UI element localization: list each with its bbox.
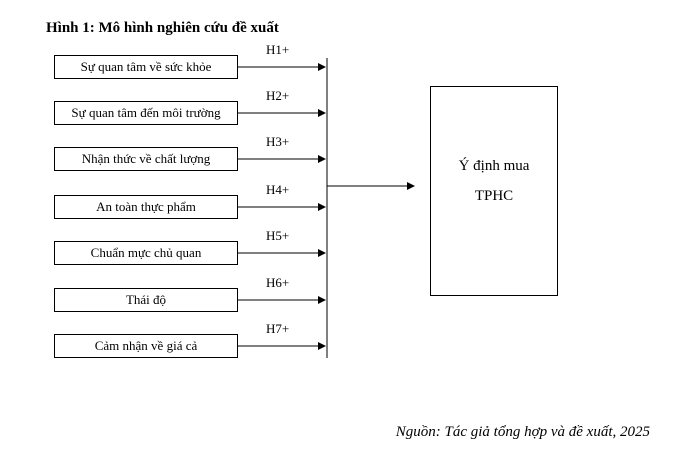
factor-label: Cảm nhận về giá cả xyxy=(94,338,198,353)
factor-box-4: An toàn thực phẩm xyxy=(54,195,238,219)
target-label-line2: TPHC xyxy=(474,188,514,204)
hypothesis-label-h3: H3+ xyxy=(266,134,290,149)
factor-label: Nhận thức về chất lượng xyxy=(81,151,211,166)
hypothesis-label-h5: H5+ xyxy=(266,228,290,243)
hypothesis-label-h7: H7+ xyxy=(266,321,290,336)
factor-box-6: Thái độ xyxy=(54,288,238,312)
hypothesis-label-h2: H2+ xyxy=(266,88,290,103)
factor-label: Chuẩn mực chủ quan xyxy=(90,245,202,260)
factor-box-3: Nhận thức về chất lượng xyxy=(54,147,238,171)
factor-label: An toàn thực phẩm xyxy=(96,199,196,214)
factor-box-2: Sự quan tâm đến môi trường xyxy=(54,101,238,125)
factor-box-7: Cảm nhận về giá cả xyxy=(54,334,238,358)
target-box-purchase-intention: Ý định mua TPHC xyxy=(430,86,558,296)
factor-box-1: Sự quan tâm về sức khỏe xyxy=(54,55,238,79)
factor-label: Sự quan tâm đến môi trường xyxy=(71,105,221,120)
factor-label: Sự quan tâm về sức khỏe xyxy=(80,59,212,74)
factor-box-5: Chuẩn mực chủ quan xyxy=(54,241,238,265)
hypothesis-label-h6: H6+ xyxy=(266,275,290,290)
target-label-line1: Ý định mua xyxy=(458,158,530,174)
factor-label: Thái độ xyxy=(125,292,167,307)
hypothesis-label-h1: H1+ xyxy=(266,42,290,57)
hypothesis-label-h4: H4+ xyxy=(266,182,290,197)
source-note: Nguồn: Tác giả tổng hợp và đề xuất, 2025 xyxy=(395,424,650,440)
figure-title: Hình 1: Mô hình nghiên cứu đề xuất xyxy=(46,20,279,36)
